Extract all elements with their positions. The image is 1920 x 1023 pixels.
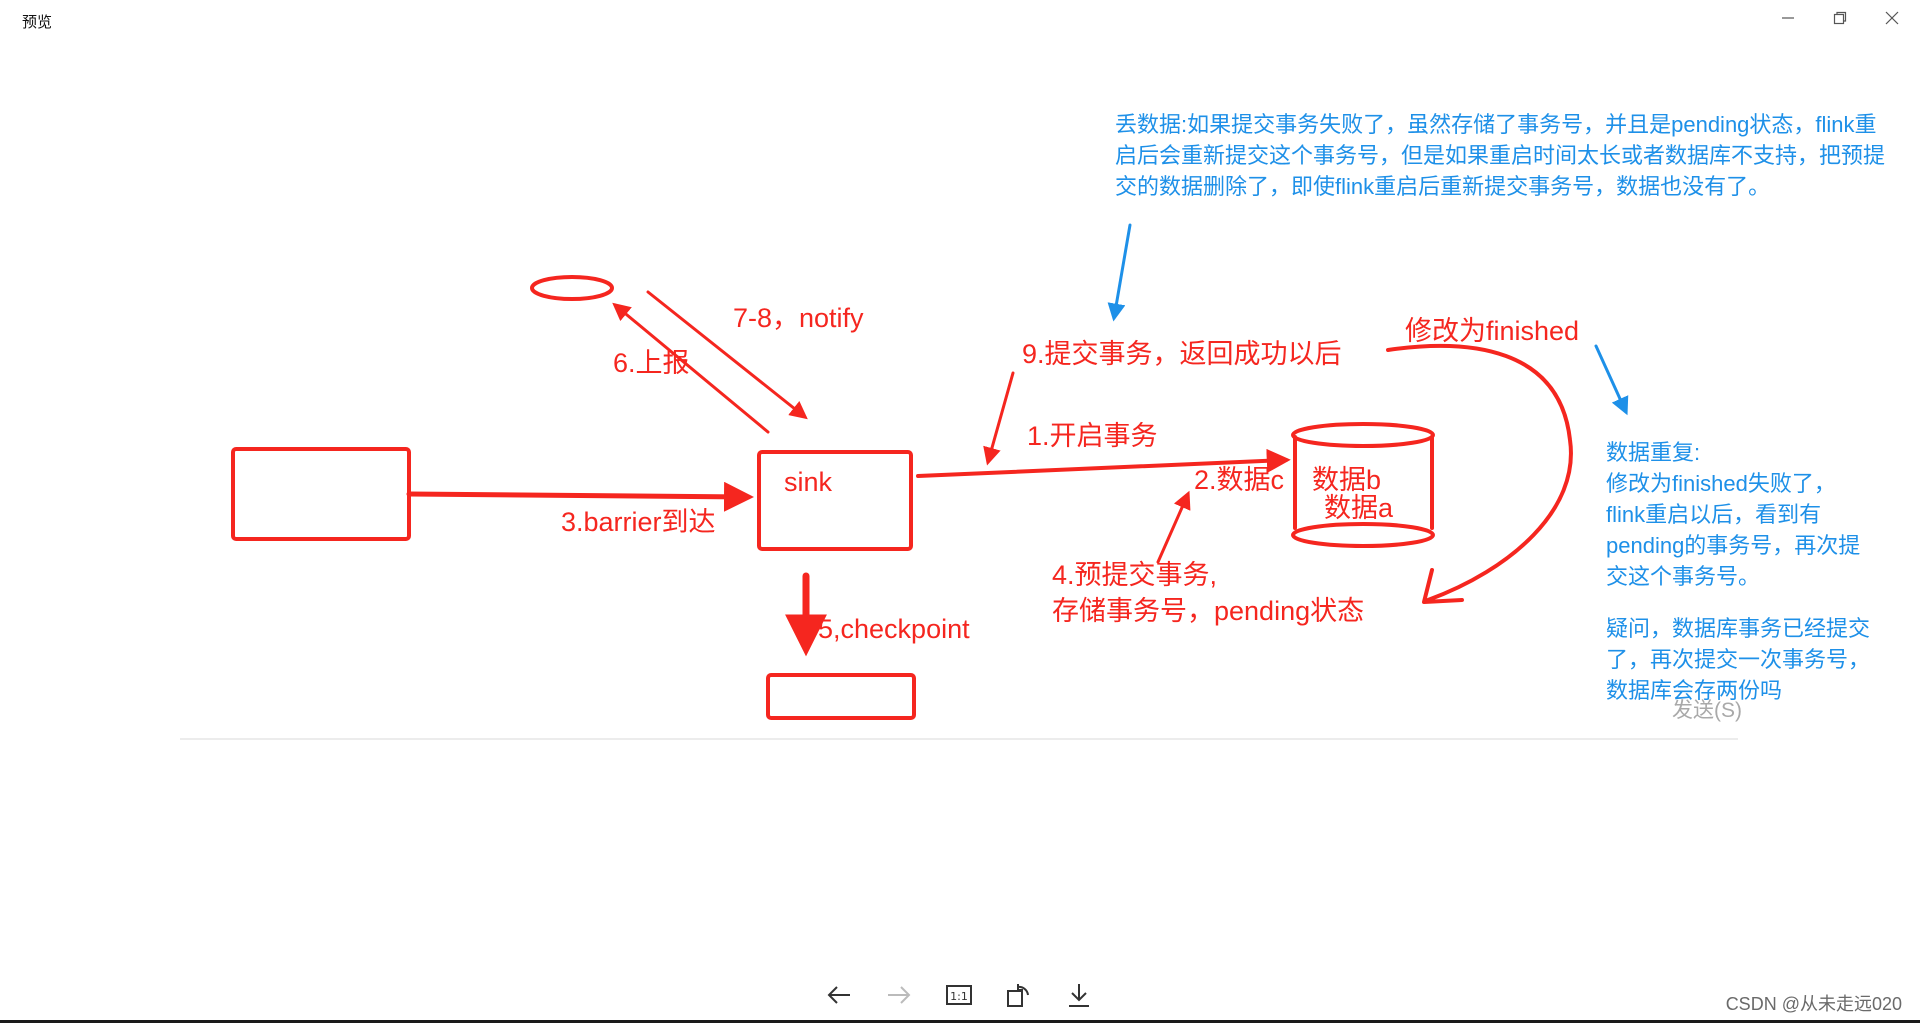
commit-label: 9.提交事务，返回成功以后: [1022, 339, 1342, 369]
forward-icon: [888, 986, 911, 1004]
data-b-label: 数据b: [1312, 465, 1382, 495]
data-c-label: 2.数据c: [1194, 465, 1285, 495]
checkpoint-box: [766, 673, 916, 720]
actual-size-icon: 1:1: [946, 985, 972, 1005]
minimize-icon: [1782, 17, 1794, 19]
window-title: 预览: [22, 14, 53, 31]
close-button[interactable]: [1872, 4, 1912, 32]
image-toolbar: 1:1: [820, 975, 1098, 1015]
download-icon: [1069, 984, 1089, 1007]
restore-button[interactable]: [1820, 4, 1860, 32]
forward-button[interactable]: [880, 976, 918, 1014]
database-bottom: [1291, 522, 1435, 548]
report-label: 6.上报: [613, 348, 690, 378]
modify-label: 修改为finished: [1405, 316, 1580, 346]
duplicate-pointer: [1594, 344, 1629, 416]
jobmanager-ellipse: [530, 275, 614, 301]
finished-curve-head: [1422, 568, 1464, 604]
download-button[interactable]: [1060, 976, 1098, 1014]
rotate-icon: [1007, 984, 1029, 1007]
report-arrow: [612, 302, 770, 434]
actual-size-button[interactable]: 1:1: [940, 976, 978, 1014]
svg-text:1:1: 1:1: [950, 990, 968, 1003]
rotate-button[interactable]: [1000, 976, 1038, 1014]
open-tx-arrow: [916, 448, 1291, 478]
title-bar: 预览: [0, 0, 1920, 40]
barrier-arrow: [406, 481, 754, 512]
notify-label: 7-8，notify: [733, 303, 864, 333]
barrier-label: 3.barrier到达: [561, 507, 716, 537]
data-a-label: 数据a: [1324, 493, 1394, 523]
minimize-button[interactable]: [1768, 4, 1808, 32]
open-tx-label: 1.开启事务: [1027, 421, 1158, 451]
commit-arrow: [983, 371, 1015, 466]
lost-data-pointer: [1107, 223, 1132, 322]
restore-icon: [1833, 11, 1847, 25]
precommit-label-2: 存储事务号，pending状态: [1052, 596, 1365, 626]
finished-curve: [1386, 343, 1573, 602]
watermark: CSDN @从未走远020: [1725, 994, 1902, 1014]
notify-arrow: [646, 290, 808, 420]
question-note: 疑问，数据库事务已经提交 了，再次提交一次事务号， 数据库会存两份吗: [1606, 616, 1871, 703]
precommit-arrow: [1156, 490, 1191, 564]
bottom-edge: [0, 1020, 1920, 1023]
checkpoint-label: 5,checkpoint: [818, 614, 970, 644]
source-box: [231, 447, 411, 541]
sink-box: [757, 450, 913, 551]
lost-data-note: 丢数据:如果提交事务失败了，虽然存储了事务号，并且是pending状态，flin…: [1115, 112, 1886, 199]
close-icon: [1885, 11, 1899, 25]
database-top: [1291, 422, 1435, 448]
send-button[interactable]: 发送(S): [1672, 699, 1742, 722]
precommit-label-1: 4.预提交事务,: [1052, 560, 1218, 590]
back-button[interactable]: [820, 976, 858, 1014]
back-icon: [827, 986, 850, 1004]
sink-label: sink: [784, 467, 833, 497]
duplicate-note: 数据重复: 修改为finished失败了， flink重启以后，看到有 pend…: [1606, 440, 1861, 589]
